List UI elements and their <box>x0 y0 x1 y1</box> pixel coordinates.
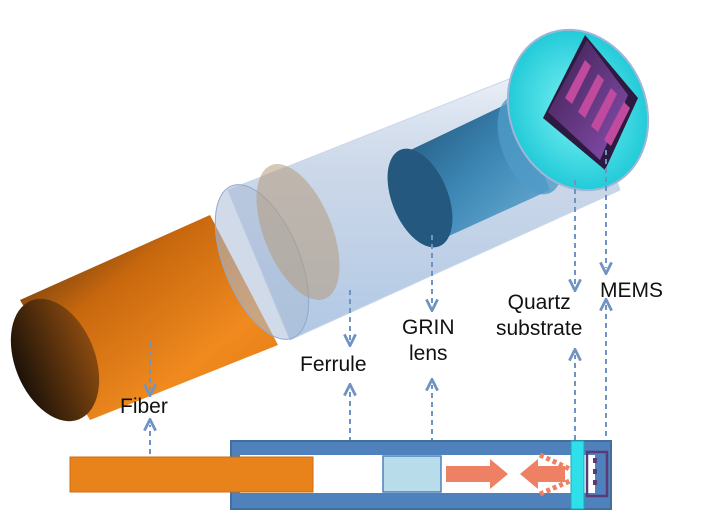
label-grin-lens: GRIN lens <box>402 315 455 367</box>
label-ferrule: Ferrule <box>300 352 367 378</box>
mems-mirror-3d <box>543 35 638 170</box>
label-fiber: Fiber <box>120 394 168 420</box>
reflected-arrows <box>538 452 574 497</box>
mems-bracket <box>585 450 609 498</box>
schematic <box>69 440 612 510</box>
label-grin-line1: GRIN <box>402 316 455 339</box>
quartz-rect <box>570 440 585 510</box>
label-quartz-substrate: Quartz substrate <box>496 290 582 342</box>
label-grin-line2: lens <box>408 342 448 365</box>
mems-elements <box>593 458 597 485</box>
label-quartz-line2: substrate <box>496 317 583 340</box>
grin-rect <box>382 455 442 493</box>
fiber-3d <box>10 215 278 422</box>
forward-arrow <box>446 459 508 489</box>
label-mems: MEMS <box>600 278 663 304</box>
label-quartz-line1: Quartz <box>507 291 571 314</box>
label-fiber-text: Fiber <box>120 395 168 418</box>
fiber-rect <box>69 456 314 493</box>
label-ferrule-text: Ferrule <box>300 353 367 376</box>
return-arrow <box>520 459 565 489</box>
label-mems-text: MEMS <box>600 279 663 302</box>
